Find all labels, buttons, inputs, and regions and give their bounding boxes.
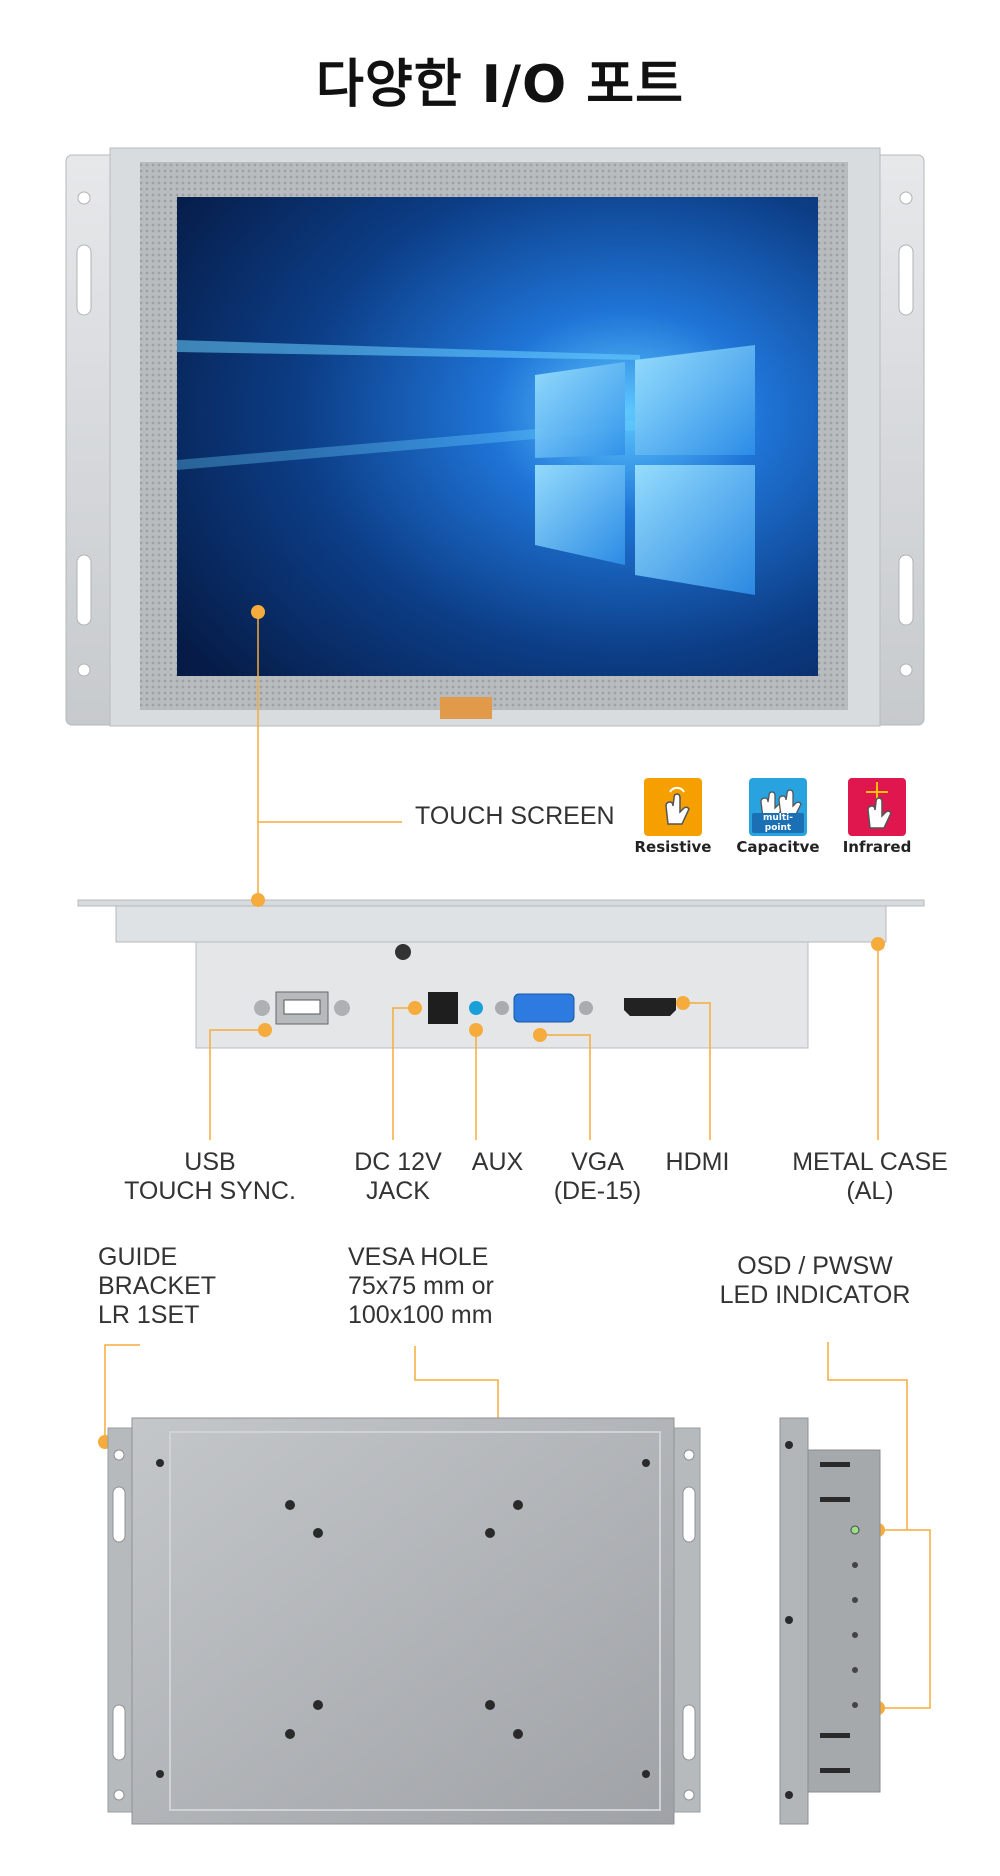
single-touch-hand-icon [665, 786, 690, 825]
capacitive-badge: multi-point [749, 778, 807, 836]
guide-bracket-label: GUIDE BRACKET LR 1SET [98, 1243, 217, 1329]
multi-point-tag: multi-point [752, 813, 804, 833]
usb-port [254, 991, 350, 1025]
back-bracket-slots [112, 1449, 696, 1801]
vga-label: VGA (DE-15) [553, 1148, 642, 1205]
touch-screen-callout [257, 612, 402, 900]
osd-buttons [852, 1562, 858, 1708]
aux-label: AUX [471, 1148, 524, 1176]
resistive-label: Resistive [634, 838, 712, 856]
front-monitor [65, 147, 925, 727]
aux-port [469, 1001, 483, 1015]
hdmi-label: HDMI [665, 1148, 730, 1176]
capacitive-label: Capacitve [736, 838, 820, 856]
infrared-badge [848, 778, 906, 836]
usb-label: USB TOUCH SYNC. [124, 1148, 296, 1205]
vesa-hole-label: VESA HOLE 75x75 mm or 100x100 mm [348, 1243, 494, 1329]
touch-screen-label: TOUCH SCREEN [415, 802, 615, 830]
back-view [107, 1417, 701, 1825]
infrared-label: Infrared [842, 838, 912, 856]
multi-touch-hand-icon [760, 789, 802, 819]
dc-jack-port [428, 992, 458, 1024]
windows-screen [177, 197, 818, 676]
touch-screen-dot [251, 605, 265, 619]
io-callouts [104, 944, 931, 1709]
metal-case-label: METAL CASE (AL) [792, 1148, 948, 1205]
io-side-view [77, 899, 925, 1049]
osd-led-label: OSD / PWSW LED INDICATOR [719, 1252, 911, 1309]
front-bracket-holes [76, 191, 914, 677]
vga-port [495, 993, 593, 1023]
infrared-touch-hand-icon [866, 782, 892, 829]
hdmi-port [624, 998, 676, 1016]
page-title: 다양한 I/O 포트 [316, 55, 684, 115]
resistive-badge [644, 778, 702, 836]
side-edge-view [779, 1417, 881, 1825]
led-indicator [850, 1525, 860, 1535]
vesa-holes [156, 1459, 650, 1778]
dc-jack-label: DC 12V JACK [354, 1148, 442, 1205]
